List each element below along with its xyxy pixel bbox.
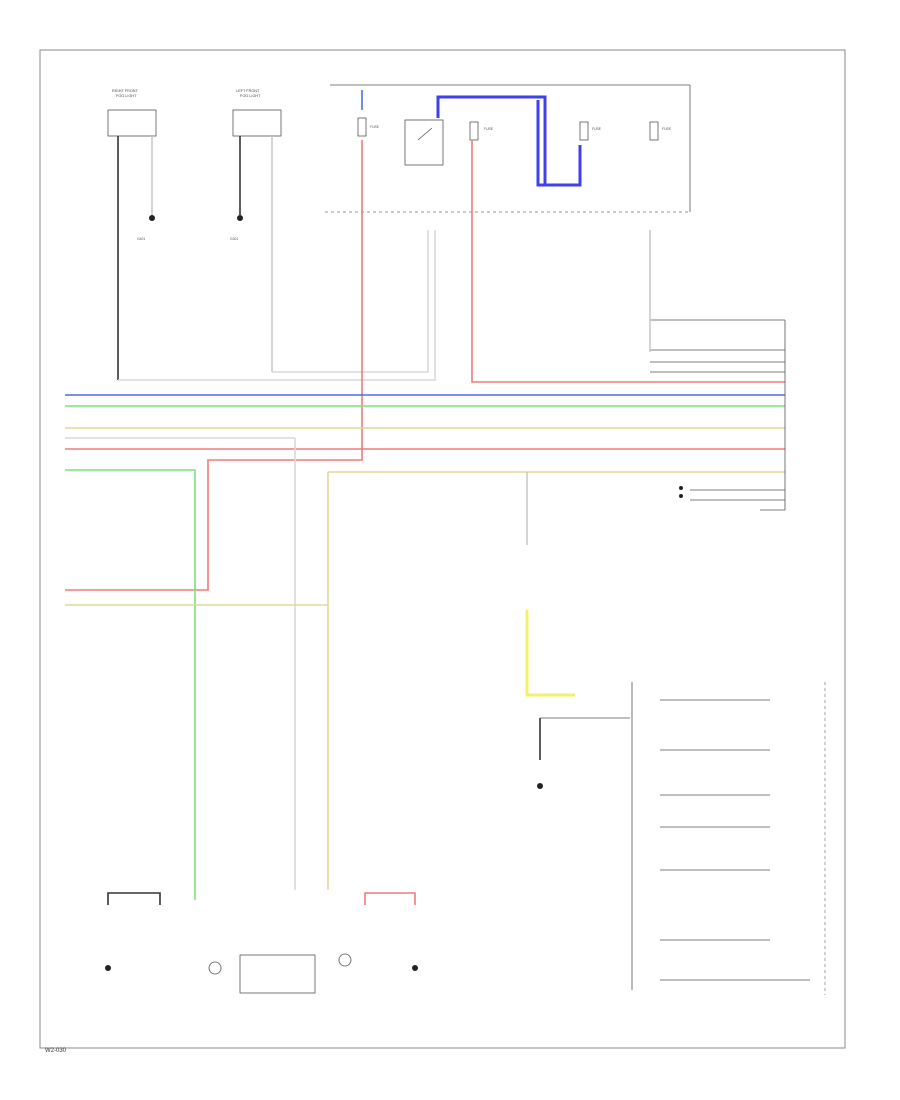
- red-module-wire: [471, 140, 785, 383]
- svg-text:FUSE: FUSE: [662, 127, 672, 131]
- right-lamp-return-wire: [272, 230, 429, 373]
- center-switch-out: [525, 610, 575, 697]
- right-module-connector: [649, 230, 786, 511]
- blue-bus-wire-2: [545, 145, 582, 187]
- blue-bus-wire: [436, 95, 547, 187]
- left-lamp-assembly: RIGHT FRONT FOG LIGHT G401: [107, 89, 157, 380]
- svg-text:G301: G301: [230, 237, 238, 241]
- bottom-right-lamp: [338, 892, 418, 971]
- page-code: W2-030: [45, 1048, 67, 1054]
- diagram-frame: [39, 49, 846, 1049]
- bottom-left-lamp: [105, 892, 161, 971]
- svg-text:FUSE: FUSE: [484, 127, 494, 131]
- relay-switch: [404, 119, 444, 166]
- svg-text:FOG LIGHT: FOG LIGHT: [116, 94, 137, 98]
- red-feed-wire: [65, 140, 363, 591]
- svg-text:LEFT FRONT: LEFT FRONT: [236, 89, 260, 93]
- fuse-2: FUSE: [469, 121, 494, 141]
- bottom-motor-unit: [208, 954, 316, 994]
- svg-text:FUSE: FUSE: [370, 125, 380, 129]
- svg-text:FUSE: FUSE: [592, 127, 602, 131]
- fuse-1: FUSE: [357, 90, 380, 137]
- left-lamp-return-wire: [118, 230, 436, 381]
- right-lamp-assembly: LEFT FRONT FOG LIGHT G301: [230, 89, 282, 372]
- switch-assembly-right: [631, 682, 826, 995]
- svg-text:FOG LIGHT: FOG LIGHT: [240, 94, 261, 98]
- fuse-4: FUSE: [649, 121, 672, 141]
- fuse-3: FUSE: [579, 121, 602, 141]
- ground-point-center: [537, 783, 543, 789]
- green-bottom-wire: [65, 469, 196, 900]
- svg-text:RIGHT FRONT: RIGHT FRONT: [112, 89, 139, 93]
- svg-text:G401: G401: [137, 237, 145, 241]
